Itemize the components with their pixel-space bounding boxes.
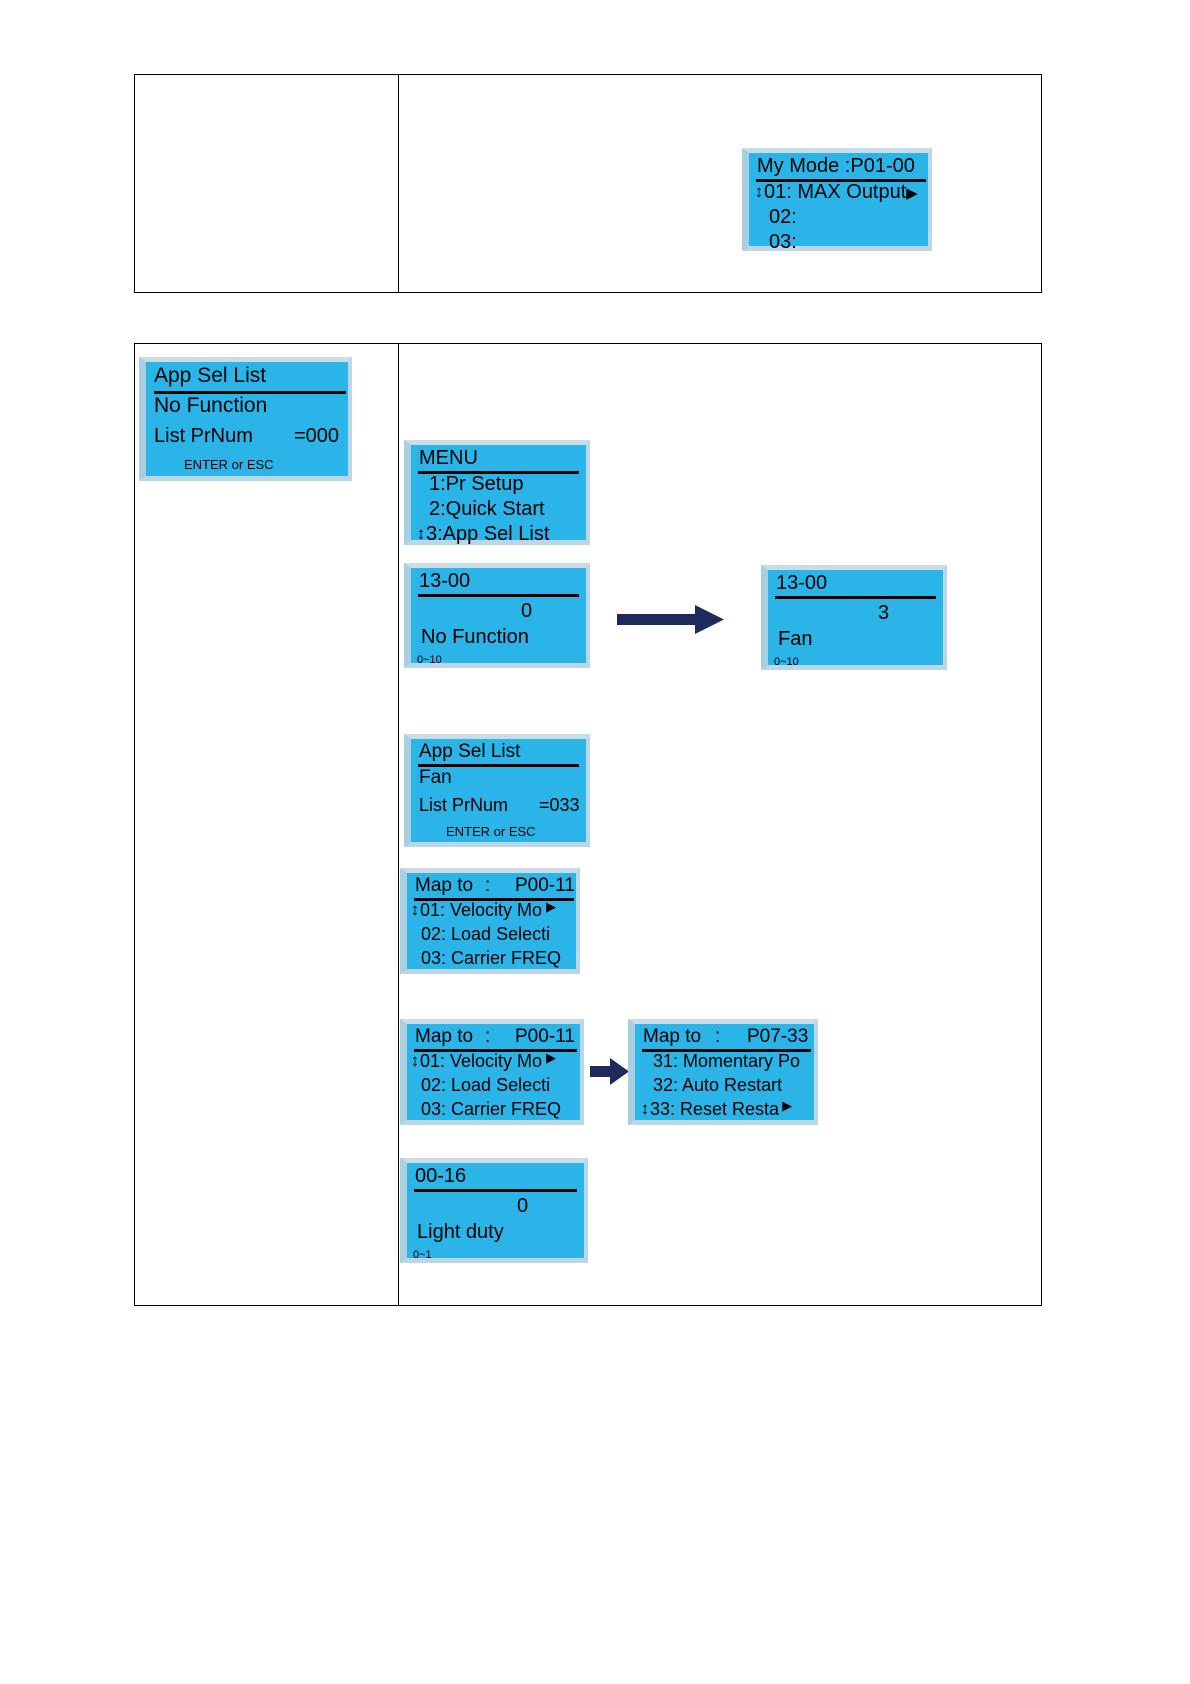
lcd-row-1: ↕01: MAX Output▶ [754,181,918,204]
title-underline [418,764,579,767]
map-list-row-1[interactable]: ↕01: Velocity Mo▶ [410,900,556,921]
lcd-title-13-00: 13-00 [419,570,471,592]
lcd-name-00-16: Light duty [417,1221,504,1243]
bottom-table-column-divider [398,344,399,1305]
title-underline [775,596,936,599]
map-list-row-1-label: 31: Momentary Po [653,1051,801,1071]
lcd-title-app-sel-list: App Sel List [154,364,267,387]
flow-arrow-right-icon-2 [590,1058,630,1091]
menu-item-quick-start[interactable]: 2:Quick Start [429,498,545,521]
title-underline [414,1049,577,1052]
lcd-value-list-prnum: =000 [294,425,340,447]
map-list-row-2[interactable]: 02: Load Selecti [421,924,550,945]
lcd-row-3-text: 03: [769,231,797,253]
lcd-panel-00-16: 00-16 0 Light duty 0~1 [400,1158,588,1263]
lcd-panel-13-00-before: 13-00 0 No Function 0~10 [404,563,590,668]
lcd-title-map-to-left: Map to [415,875,474,896]
map-list-row-2[interactable]: 02: Load Selecti [421,1075,550,1096]
lcd-panel-13-00-after: 13-00 3 Fan 0~10 [761,565,947,670]
right-arrow-icon: ▶ [906,185,918,202]
top-table [134,74,1042,293]
title-underline [414,1189,577,1192]
lcd-title-app-sel-list: App Sel List [419,741,521,762]
updown-arrow-icon: ↕ [410,1051,420,1070]
menu-item-app-sel-list[interactable]: ↕3:App Sel List [416,523,550,546]
lcd-row-2: 02: [769,206,797,229]
lcd-title-my-mode: My Mode :P01-00 [757,155,915,177]
flow-arrow-right-icon [617,605,725,640]
lcd-panel-my-mode: My Mode :P01-00 ↕01: MAX Output▶ 02: 03: [742,148,932,254]
lcd-value-13-00: 0 [521,600,533,622]
lcd-title-map-to-colon: : [715,1026,721,1047]
lcd-name-13-00: No Function [421,626,529,648]
map-list-row-3[interactable]: 03: Carrier FREQ [421,948,561,969]
title-underline [642,1049,811,1052]
lcd-name-13-00: Fan [778,628,813,650]
lcd-title-13-00: 13-00 [776,572,828,594]
lcd-footer-enter-or-esc: ENTER or ESC [184,457,274,472]
lcd-line-no-function: No Function [154,394,268,417]
menu-item-app-sel-list-label: 3:App Sel List [426,523,550,545]
lcd-panel-map-to-p00-11-b: Map to : P00-11 ↕01: Velocity Mo▶ 02: Lo… [400,1019,584,1125]
lcd-title-map-to-right: P00-11 [515,1026,575,1047]
lcd-label-list-prnum: List PrNum [154,425,253,447]
lcd-value-00-16: 0 [517,1195,529,1217]
right-arrow-icon: ▶ [546,1050,557,1065]
map-list-row-3[interactable]: ↕33: Reset Resta▶ [640,1098,793,1120]
lcd-title-map-to-colon: : [485,1026,491,1047]
map-list-row-1-label: 01: Velocity Mo [420,900,543,920]
lcd-panel-app-sel-list-fan: App Sel List Fan List PrNum =033 ENTER o… [404,734,590,847]
title-underline [756,179,926,182]
updown-arrow-icon: ↕ [416,524,426,543]
map-list-row-2-label: 32: Auto Restart [653,1075,783,1095]
lcd-panel-map-to-p00-11-a: Map to : P00-11 ↕01: Velocity Mo▶ 02: Lo… [400,868,580,974]
map-list-row-3-label: 03: Carrier FREQ [421,1099,562,1119]
title-underline [418,594,579,597]
lcd-range-00-16: 0~1 [413,1249,432,1261]
lcd-footer-enter-or-esc: ENTER or ESC [446,824,536,839]
map-list-row-1[interactable]: 31: Momentary Po [653,1051,800,1072]
lcd-line-fan: Fan [419,767,452,788]
menu-item-pr-setup-label: 1:Pr Setup [429,473,524,495]
map-list-row-1[interactable]: ↕01: Velocity Mo▶ [410,1051,556,1072]
lcd-label-list-prnum: List PrNum [419,795,509,815]
map-list-row-3-label: 03: Carrier FREQ [421,948,562,968]
map-list-row-3-label: 33: Reset Resta [650,1099,780,1119]
title-underline [418,471,579,474]
lcd-row-3: 03: [769,231,797,254]
lcd-title-map-to-left: Map to [643,1026,702,1047]
menu-item-pr-setup[interactable]: 1:Pr Setup [429,473,524,496]
map-list-row-2[interactable]: 32: Auto Restart [653,1075,782,1096]
lcd-panel-app-sel-list-empty: App Sel List No Function List PrNum =000… [139,357,352,481]
lcd-panel-menu: MENU 1:Pr Setup 2:Quick Start ↕3:App Sel… [404,440,590,545]
lcd-value-list-prnum: =033 [539,795,580,815]
map-list-row-3[interactable]: 03: Carrier FREQ [421,1099,561,1120]
lcd-title-00-16: 00-16 [415,1165,467,1187]
lcd-range-13-00: 0~10 [774,656,799,668]
top-table-column-divider [398,75,399,292]
updown-arrow-icon: ↕ [640,1099,650,1118]
bottom-table [134,343,1042,1306]
lcd-title-map-to-right: P07-33 [747,1026,809,1047]
title-underline [414,898,574,901]
map-list-row-2-label: 02: Load Selecti [421,1075,551,1095]
lcd-range-13-00: 0~10 [417,654,442,666]
right-arrow-icon: ▶ [546,899,557,914]
lcd-row-1-text: 01: MAX Output [764,181,907,203]
map-list-row-2-label: 02: Load Selecti [421,924,551,944]
menu-item-quick-start-label: 2:Quick Start [429,498,545,520]
title-underline [154,391,346,394]
lcd-title-map-to-colon: : [485,875,491,896]
lcd-title-map-to-left: Map to [415,1026,474,1047]
updown-arrow-icon: ↕ [754,182,764,201]
lcd-title-menu: MENU [419,447,478,469]
lcd-title-map-to-right: P00-11 [515,875,575,896]
updown-arrow-icon: ↕ [410,900,420,919]
map-list-row-1-label: 01: Velocity Mo [420,1051,543,1071]
lcd-value-13-00: 3 [878,602,890,624]
right-arrow-icon: ▶ [782,1098,793,1113]
lcd-row-2-text: 02: [769,206,797,228]
lcd-panel-map-to-p07-33: Map to : P07-33 31: Momentary Po 32: Aut… [628,1019,818,1125]
